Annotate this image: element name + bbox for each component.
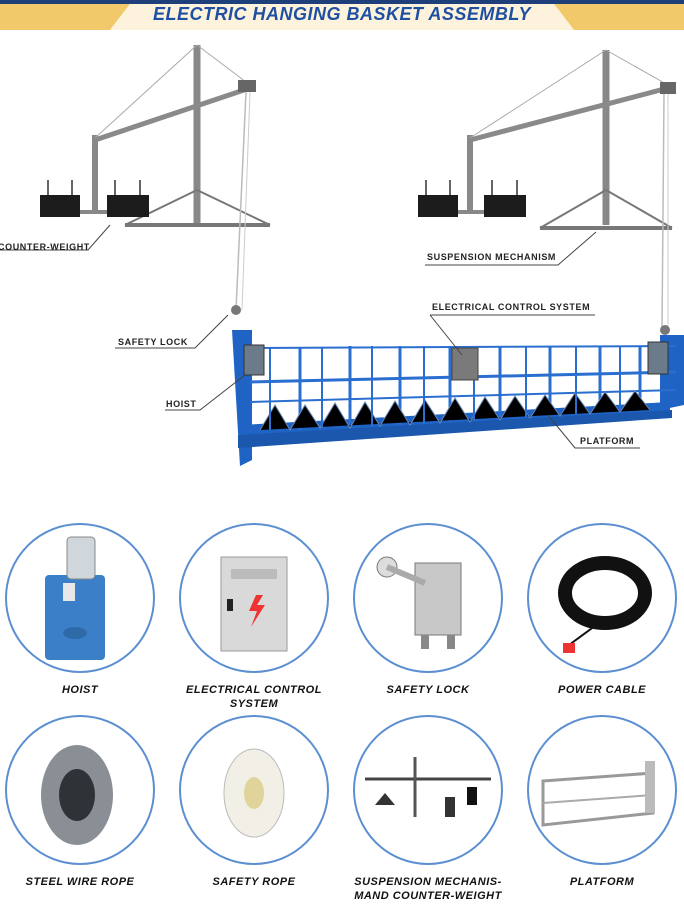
banner-decoration [0, 0, 684, 30]
part-safety-lock: SAFETY LOCK [352, 523, 504, 697]
left-suspension-mechanism [40, 44, 271, 311]
part-label: SUSPENSION MECHANIS-MAND COUNTER-WEIGHT [354, 876, 502, 902]
safety-lock-icon [353, 523, 503, 673]
callout-platform: PLATFORM [580, 436, 635, 446]
part-steel-wire-rope: STEEL WIRE ROPE [4, 715, 156, 889]
part-platform: PLATFORM [526, 715, 678, 889]
platform-icon [527, 715, 677, 865]
part-label: ELECTRICAL CONTROL SYSTEM [186, 684, 322, 710]
right-suspension-mechanism [418, 49, 676, 331]
part-label: SAFETY ROPE [212, 876, 296, 888]
callout-electrical-control-system: ELECTRICAL CONTROL SYSTEM [432, 302, 591, 312]
wire-rope-icon [5, 715, 155, 865]
page-title: ELECTRIC HANGING BASKET ASSEMBLY [152, 4, 531, 24]
suspension-mechanism-icon [353, 715, 503, 865]
part-safety-rope: SAFETY ROPE [178, 715, 330, 889]
part-label: POWER CABLE [558, 684, 646, 696]
part-hoist: HOIST [4, 523, 156, 697]
part-electrical-control-system: ELECTRICAL CONTROL SYSTEM [178, 523, 330, 711]
hoist-icon [5, 523, 155, 673]
platform-frame [231, 305, 684, 466]
callout-hoist: HOIST [166, 399, 197, 409]
power-cable-icon [527, 523, 677, 673]
part-label: HOIST [61, 684, 99, 696]
assembly-illustration [0, 44, 684, 466]
part-label: PLATFORM [569, 876, 635, 888]
header-banner: ELECTRIC HANGING BASKET ASSEMBLY [0, 0, 684, 30]
callout-suspension-mechanism: SUSPENSION MECHANISM [427, 252, 557, 262]
callout-counter-weight: COUNTER-WEIGHT [0, 242, 90, 252]
part-power-cable: POWER CABLE [526, 523, 678, 697]
callout-safety-lock: SAFETY LOCK [118, 337, 188, 347]
part-label: SAFETY LOCK [386, 684, 470, 696]
control-box-icon [179, 523, 329, 673]
part-suspension-mechanism: SUSPENSION MECHANIS-MAND COUNTER-WEIGHT [352, 715, 504, 903]
safety-rope-icon [179, 715, 329, 865]
part-label: STEEL WIRE ROPE [25, 876, 135, 888]
assembly-diagram: COUNTER-WEIGHT SUSPENSION MECHANISM ELEC… [0, 30, 684, 510]
